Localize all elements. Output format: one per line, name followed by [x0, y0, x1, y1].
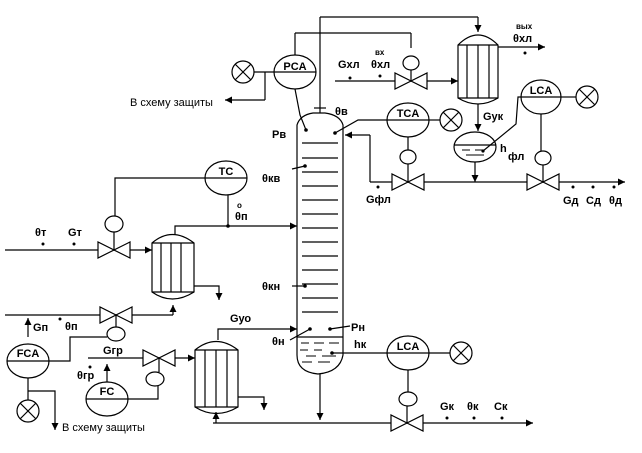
g-d-label: Gд [563, 195, 579, 207]
c-d-label: Cд [586, 195, 601, 207]
g-t-label: Gт [68, 227, 83, 239]
p-top-label: Pв [272, 129, 286, 141]
feed-heater [151, 233, 195, 300]
p-bottom-label: Pн [351, 322, 365, 334]
tca-label: TCA [397, 108, 420, 120]
theta-hl-in-superscript: вх [375, 48, 385, 57]
h-fl-label: h [500, 143, 507, 155]
lca-top-alarm-lamp-icon [575, 85, 599, 109]
theta-kn-label: θкн [262, 281, 280, 293]
c-k-label: Cк [494, 401, 508, 413]
theta-hl-out-superscript: вых [516, 22, 533, 31]
feed-control-valve[interactable] [99, 306, 133, 342]
theta-gr-label: θгр [77, 370, 95, 382]
protection-link-top: В схему защиты [130, 97, 213, 109]
lca-top-label: LCA [530, 85, 553, 97]
theta-k-label: θк [467, 401, 479, 413]
fc-label: FC [100, 386, 115, 398]
reflux-drum [453, 131, 497, 163]
reflux-control-valve[interactable] [391, 149, 425, 191]
theta-kv-label: θкв [262, 173, 280, 185]
pca-controller[interactable]: PCA [273, 54, 317, 90]
g-uk-label: Gук [483, 111, 504, 123]
tc-controller[interactable]: TC [204, 160, 248, 196]
distillate-control-valve[interactable] [526, 150, 560, 191]
theta-feed-label: θп [235, 211, 248, 223]
theta-hl-in-label: θхл [371, 59, 390, 71]
protection-link-bottom: В схему защиты [62, 422, 145, 434]
distillation-column [296, 105, 344, 420]
coolant-valve-actuator [402, 55, 420, 71]
bottoms-control-valve[interactable] [390, 406, 424, 432]
reflux-valve-actuator [399, 149, 417, 165]
theta-t-label: θт [35, 227, 47, 239]
fca-label: FCA [17, 348, 40, 360]
coolant-control-valve[interactable] [394, 55, 428, 90]
fca-controller[interactable]: FCA [6, 343, 50, 379]
lca-bottom-controller[interactable]: LCA [386, 335, 430, 371]
theta-hl-out-label: θхл [513, 33, 532, 45]
g-hl-label: Gхл [338, 59, 360, 71]
reboiler [194, 340, 239, 415]
distillate-valve-actuator [534, 150, 552, 166]
g-p-label: Gп [33, 322, 48, 334]
pca-label: PCA [283, 61, 306, 73]
g-k-label: Gк [440, 401, 455, 413]
steam-valve-actuator [145, 371, 165, 387]
lca-bottom-label: LCA [397, 341, 420, 353]
column-trays [302, 142, 338, 313]
g-uo-label: Gуо [230, 313, 251, 325]
heating-control-valve[interactable] [97, 215, 131, 259]
theta-top-label: θв [335, 106, 348, 118]
tc-label: TC [219, 166, 234, 178]
tca-alarm-lamp-icon [439, 108, 463, 132]
condenser [457, 34, 499, 105]
g-gr-label: Gгр [103, 345, 123, 357]
theta-p-label: θп [65, 321, 78, 333]
steam-control-valve[interactable] [142, 349, 176, 387]
h-fl-subscript: фл [508, 151, 524, 163]
h-k-label: hк [354, 339, 367, 351]
feed-valve-actuator [106, 326, 126, 342]
g-fl-label: Gфл [366, 194, 391, 206]
lca-bottom-alarm-lamp-icon [449, 341, 473, 365]
lca-top-controller[interactable]: LCA [520, 79, 562, 115]
theta-d-label: θд [609, 195, 622, 207]
fc-controller[interactable]: FC [85, 381, 129, 417]
theta-feed-superscript: o [237, 201, 242, 210]
fca-alarm-lamp-icon [16, 399, 40, 423]
tca-controller[interactable]: TCA [386, 102, 430, 138]
pca-alarm-lamp-icon [231, 60, 255, 84]
theta-n-label: θн [272, 336, 285, 348]
bottoms-valve-actuator [398, 391, 418, 407]
column-liquid [300, 342, 339, 363]
heating-valve-actuator [104, 215, 124, 233]
